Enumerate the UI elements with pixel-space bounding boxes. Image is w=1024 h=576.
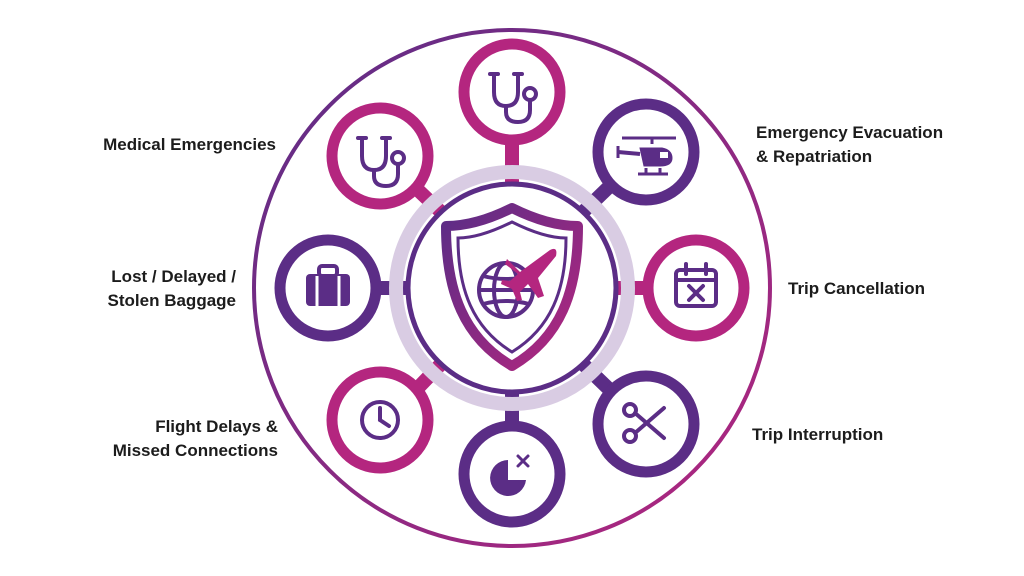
calendar-cancel-icon (674, 262, 718, 308)
stethoscope-icon (488, 72, 538, 125)
label-emergency-evacuation: Emergency Evacuation & Repatriation (756, 121, 943, 169)
stethoscope-icon (356, 136, 406, 189)
clock-icon (360, 400, 400, 440)
label-line: Trip Interruption (752, 425, 884, 444)
center-halo (389, 165, 635, 411)
shield-globe-plane-icon (441, 203, 583, 371)
scissors-icon (622, 402, 666, 444)
node-bottom-left (326, 366, 434, 474)
label-line: Emergency Evacuation (756, 123, 944, 142)
label-line: Lost / Delayed / (111, 267, 236, 286)
label-line: Stolen Baggage (107, 291, 236, 310)
node-left (274, 234, 382, 342)
label-flight-delays: Flight Delays & Missed Connections (113, 415, 278, 463)
label-line: Flight Delays & (155, 417, 278, 436)
node-bottom-right (592, 370, 700, 478)
node-right (642, 234, 750, 342)
label-line: Medical Emergencies (103, 135, 276, 154)
suitcase-icon (306, 264, 350, 306)
label-line: Trip Cancellation (788, 279, 925, 298)
node-top-left (326, 102, 434, 210)
label-line: & Repatriation (756, 147, 873, 166)
outer-ring (252, 28, 772, 548)
node-top (458, 38, 566, 146)
moon-clock-cancel-icon (490, 454, 530, 496)
label-trip-cancellation: Trip Cancellation (788, 277, 925, 301)
node-top-right (592, 98, 700, 206)
helicopter-icon (616, 136, 676, 176)
label-line: Missed Connections (112, 441, 278, 460)
label-trip-interruption: Trip Interruption (752, 423, 883, 447)
label-medical-emergencies: Medical Emergencies (103, 133, 276, 157)
label-lost-baggage: Lost / Delayed / Stolen Baggage (108, 265, 236, 313)
node-bottom (458, 420, 566, 528)
